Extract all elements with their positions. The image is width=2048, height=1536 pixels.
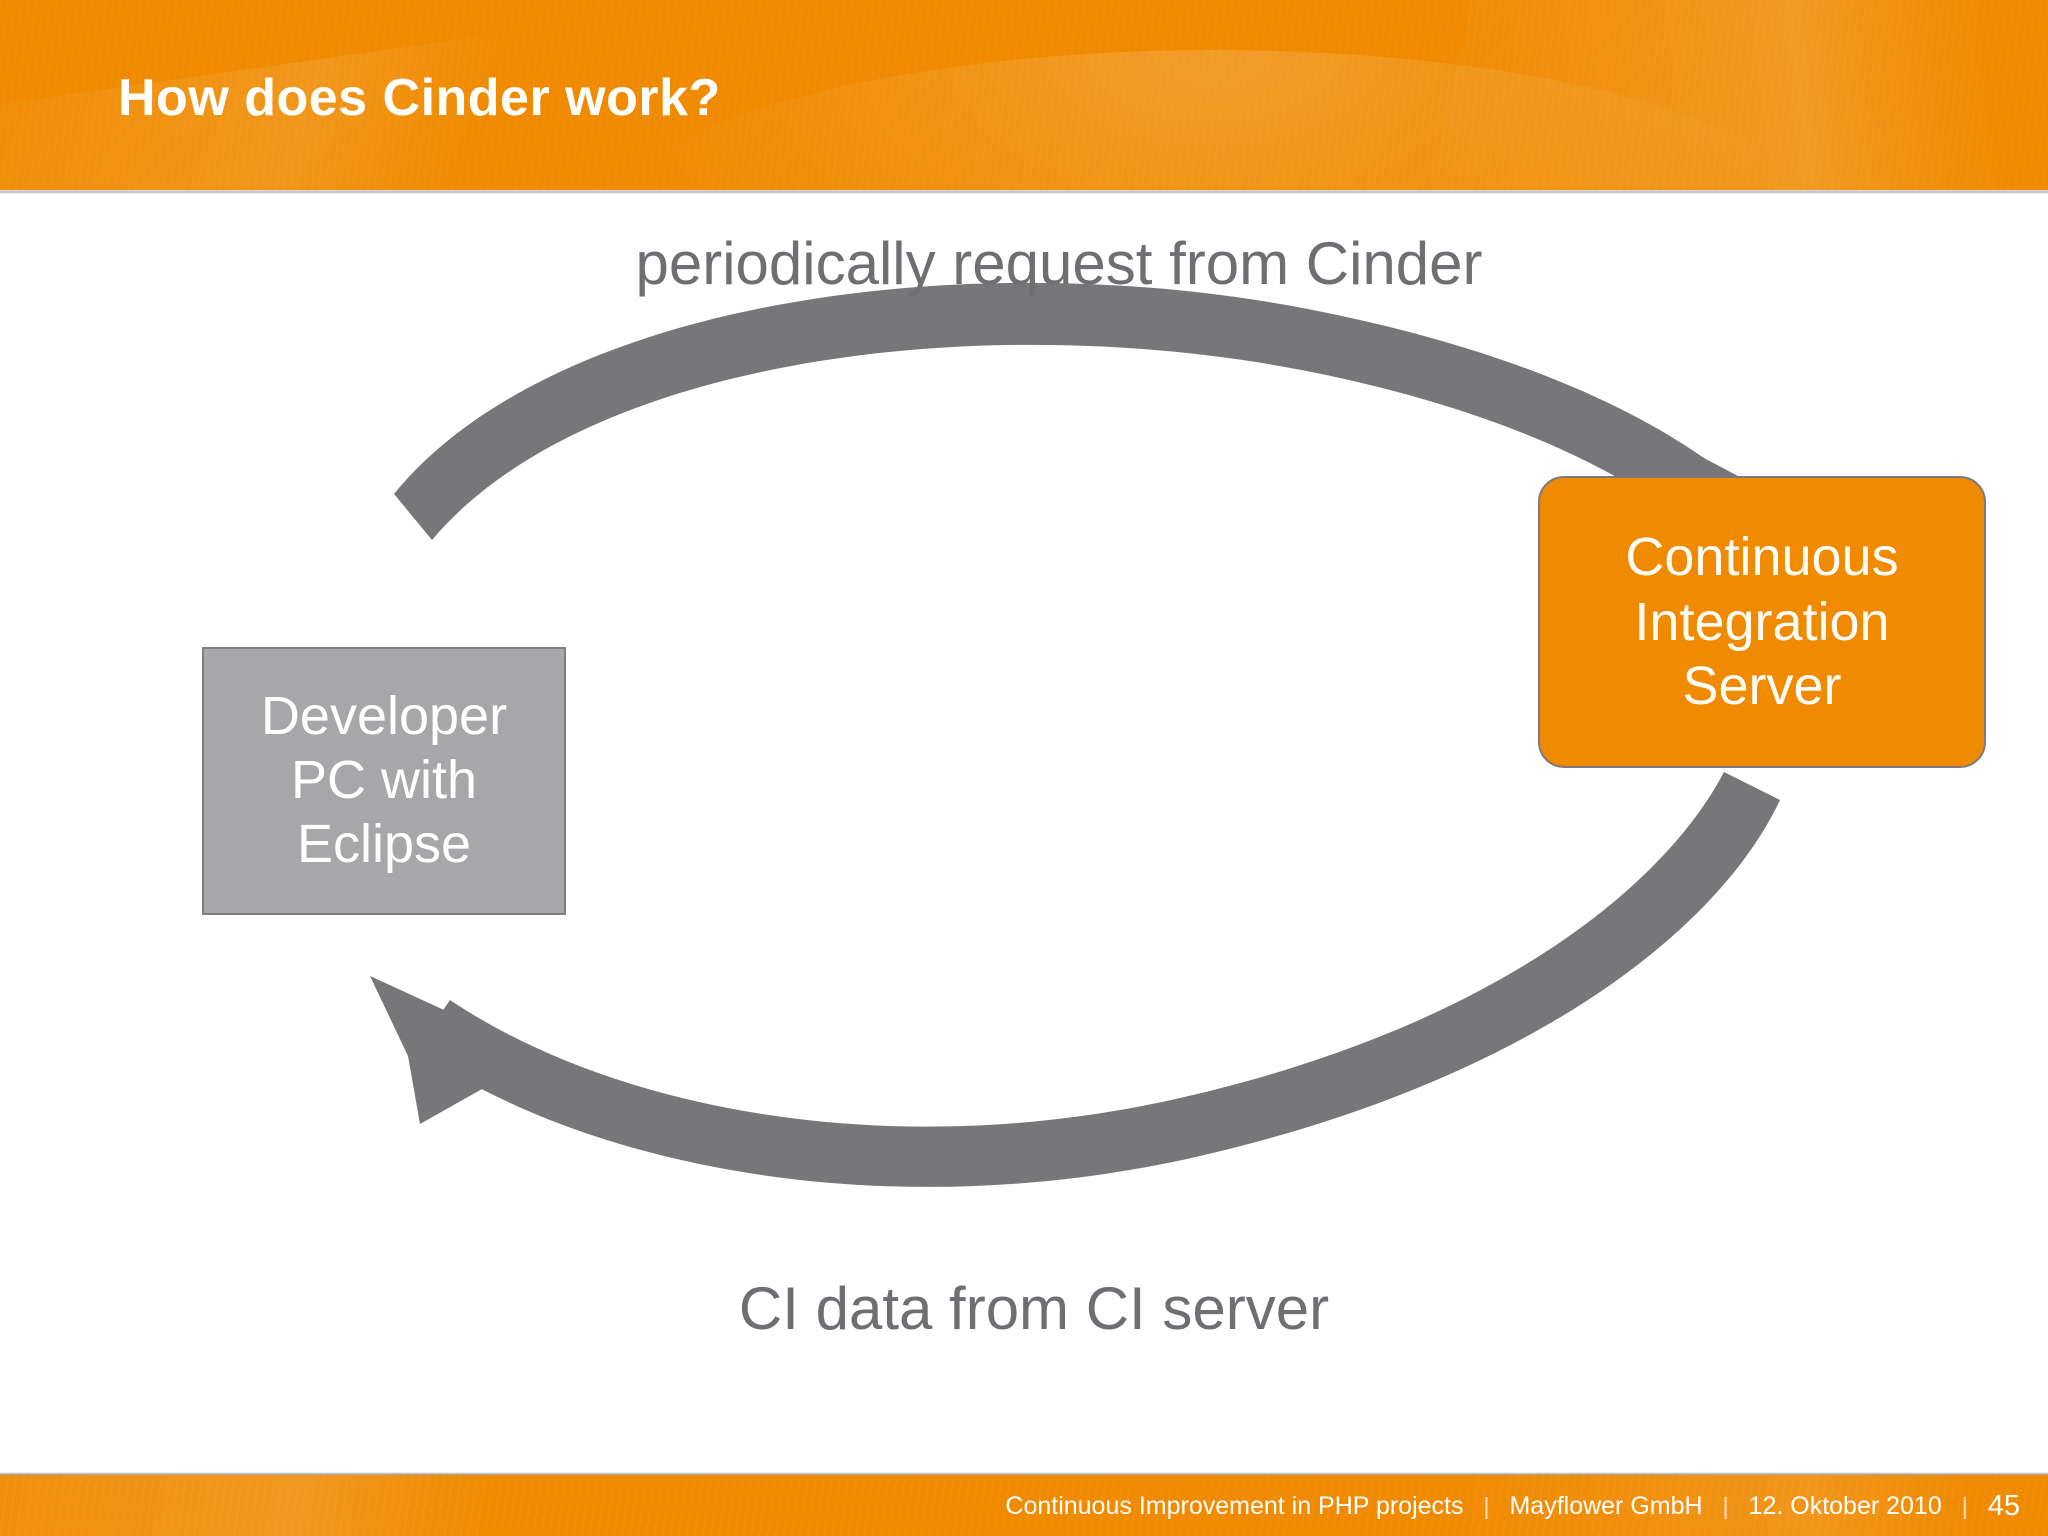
header-glow-decoration [614,50,1815,190]
node-ci-server[interactable]: Continuous Integration Server [1538,476,1986,768]
arrow-label-bottom: CI data from CI server [738,1275,1330,1342]
footer-hatch-texture [0,1475,2048,1536]
header-swoosh-right-decoration [1412,0,2048,190]
footer-separator-3: | [1961,1493,1968,1519]
footer-deck-title: Continuous Improvement in PHP projects [1005,1492,1464,1520]
footer-divider-rule [0,1472,2048,1475]
footer-page-number: 45 [1987,1490,2020,1522]
page-title: How does Cinder work? [118,69,721,127]
footer-meta: Continuous Improvement in PHP projects |… [1005,1492,2020,1521]
header-divider-rule [0,190,2048,194]
arrow-label-top: periodically request from Cinder [635,230,1483,297]
diagram-canvas: periodically request from Cinder Develop… [0,194,2048,1472]
node-ci-server-line-3: Server [1682,656,1842,717]
footer-separator-1: | [1483,1493,1490,1519]
node-ci-server-line-1: Continuous [1625,526,1899,587]
footer-date: 12. Oktober 2010 [1748,1492,1942,1520]
node-developer-pc-line-2: PC with [290,750,478,811]
node-developer-pc-line-1: Developer [260,686,508,747]
arrow-ci-data-to-developer [370,772,1780,1187]
node-developer-pc-line-3: Eclipse [296,813,472,874]
footer-separator-2: | [1722,1493,1729,1519]
footer-company: Mayflower GmbH [1509,1492,1703,1520]
slide-footer-band [0,1475,2048,1536]
node-developer-pc[interactable]: Developer PC with Eclipse [202,647,566,915]
node-ci-server-line-2: Integration [1634,591,1890,652]
